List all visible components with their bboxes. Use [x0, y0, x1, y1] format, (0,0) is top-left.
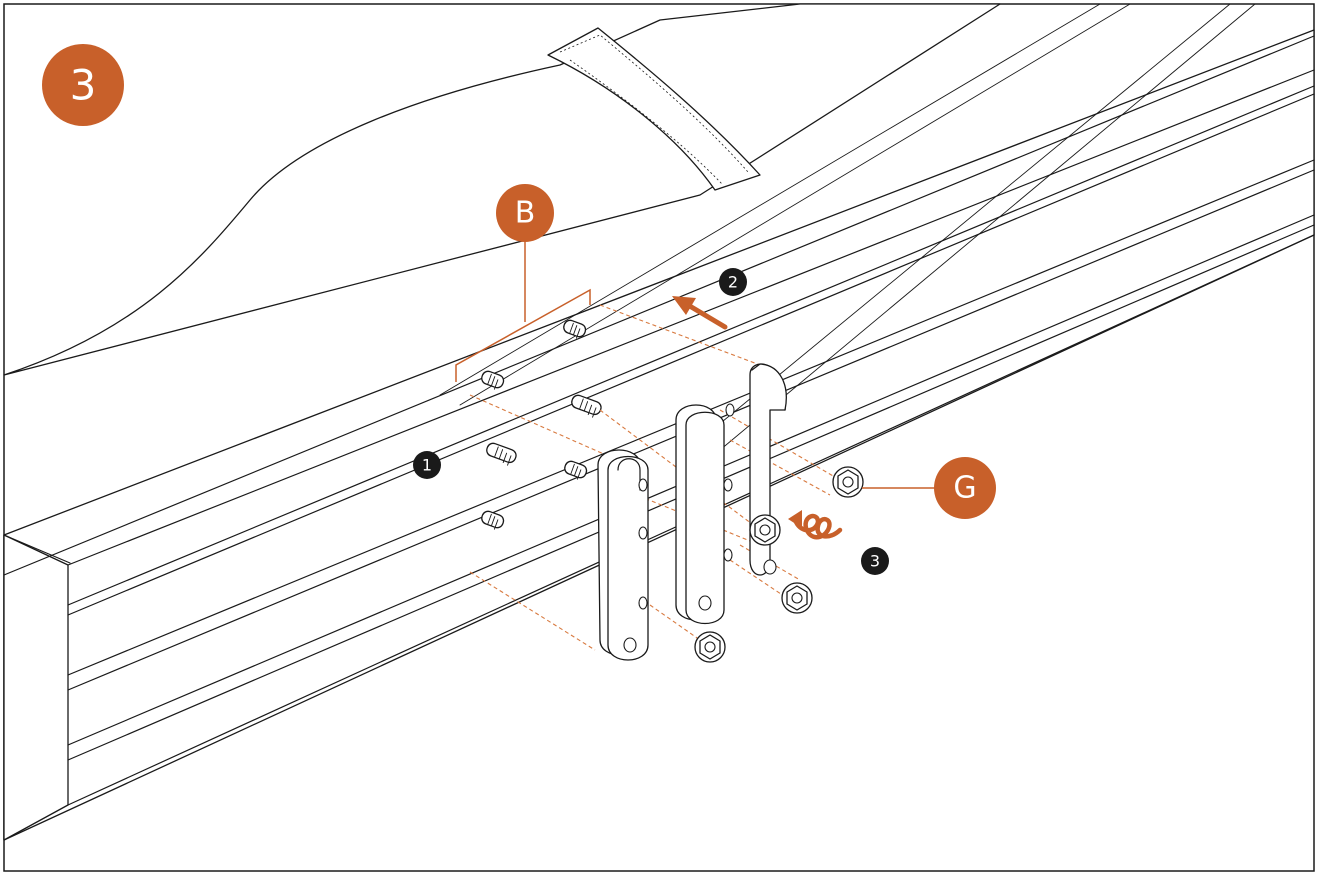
callout-b-label: B: [515, 196, 536, 231]
flange-nut: [749, 514, 781, 546]
stud-bolt: [564, 460, 588, 480]
sequence-badge-1: 1: [413, 451, 441, 479]
stud-bolts: [481, 319, 602, 530]
flange-nut: [781, 582, 813, 614]
bracket-hole: [638, 478, 648, 492]
arrow-up-left-icon: [672, 296, 728, 330]
frame-rail: [3, 3, 1315, 841]
stud-bolt: [481, 370, 505, 390]
flange-nut: [832, 466, 864, 498]
bracket-hole: [723, 478, 733, 492]
sequence-label: 3: [870, 552, 880, 571]
seat-cushion: [3, 3, 1001, 376]
bracket-left: [597, 449, 649, 661]
step-number-badge: 3: [42, 44, 124, 126]
bracket-hole: [638, 526, 648, 540]
sequence-badge-3: 3: [861, 547, 889, 575]
rotate-swirl-icon: [788, 510, 843, 540]
bracket-middle: [675, 404, 733, 624]
callout-g: G: [934, 457, 996, 519]
bracket-hole: [723, 548, 733, 562]
stud-bolt: [563, 319, 587, 339]
callout-b-leader: [455, 240, 591, 382]
bracket-hole: [623, 637, 637, 653]
sequence-label: 2: [728, 273, 738, 292]
diagram-frame: [3, 3, 1315, 872]
sequence-label: 1: [422, 456, 432, 475]
stud-bolt: [486, 442, 517, 466]
bracket-hole: [698, 595, 712, 611]
sequence-badge-2: 2: [719, 268, 747, 296]
callout-b: B: [496, 184, 554, 242]
bracket-hole: [725, 403, 735, 417]
step-number: 3: [70, 61, 97, 110]
stud-bolt: [481, 510, 505, 530]
flange-nut: [694, 631, 726, 663]
bracket-hole: [763, 559, 777, 575]
callout-g-label: G: [953, 471, 976, 506]
bracket-hole: [638, 596, 648, 610]
flange-nuts: [694, 466, 864, 663]
